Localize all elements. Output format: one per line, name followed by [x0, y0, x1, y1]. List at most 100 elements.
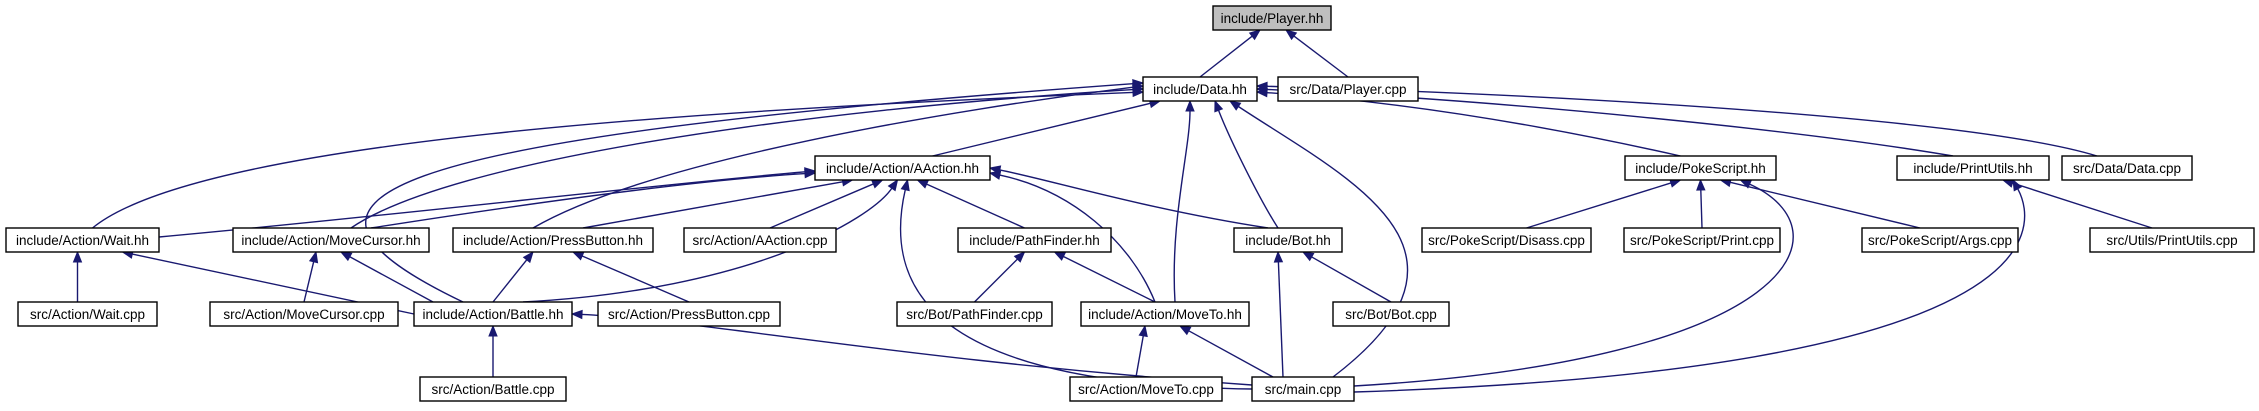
node-label: include/Action/AAction.hh	[826, 161, 979, 176]
node-box[interactable]	[209, 301, 399, 327]
node-moveto-cpp[interactable]: src/Action/MoveTo.cpp	[1069, 376, 1223, 402]
node-box[interactable]	[597, 301, 781, 327]
node-data-hh[interactable]: include/Data.hh	[1142, 76, 1258, 102]
node-box[interactable]	[1233, 227, 1343, 253]
node-box[interactable]	[452, 227, 654, 253]
edge-line	[974, 258, 1018, 303]
node-box[interactable]	[1251, 376, 1355, 402]
node-box[interactable]	[1624, 155, 1777, 181]
node-bot-hh[interactable]: include/Bot.hh	[1233, 227, 1343, 253]
node-printutils-cpp[interactable]: src/Utils/PrintUtils.cpp	[2089, 227, 2255, 253]
edge-line	[1700, 189, 1703, 229]
node-data-cpp[interactable]: src/Data/Data.cpp	[2061, 155, 2193, 181]
edge-moveto_hh-to-aaction_hh	[988, 170, 1156, 303]
arrowhead	[1696, 178, 1706, 191]
node-box[interactable]	[1623, 227, 1781, 253]
node-label: src/Action/MoveCursor.cpp	[223, 307, 384, 322]
node-bot-cpp[interactable]: src/Bot/Bot.cpp	[1332, 301, 1450, 327]
edge-line	[1353, 183, 1794, 387]
arrowhead	[1138, 324, 1148, 338]
node-box[interactable]	[957, 227, 1112, 253]
arrowhead	[916, 179, 930, 189]
node-aaction-cpp[interactable]: src/Action/AAction.cpp	[683, 227, 837, 253]
node-box[interactable]	[419, 376, 567, 402]
node-disass-cpp[interactable]: src/PokeScript/Disass.cpp	[1421, 227, 1592, 253]
node-box[interactable]	[2061, 155, 2193, 181]
edge-moveto_cpp-to-moveto_hh	[1135, 324, 1148, 378]
edge-battle_hh-to-pressbutton_hh	[492, 250, 534, 303]
node-box[interactable]	[814, 155, 991, 181]
node-printutils-hh[interactable]: include/PrintUtils.hh	[1896, 155, 2050, 181]
node-box[interactable]	[1142, 76, 1258, 102]
node-box[interactable]	[1080, 301, 1250, 327]
node-pokescript-hh[interactable]: include/PokeScript.hh	[1624, 155, 1777, 181]
arrowhead	[1248, 29, 1262, 41]
edge-main_cpp-to-printutils_hh	[1353, 178, 2026, 393]
edge-battle_cpp-to-battle_hh	[488, 324, 498, 377]
node-label: include/PathFinder.hh	[969, 233, 1100, 248]
edge-line	[92, 91, 1134, 229]
node-battle-hh[interactable]: include/Action/Battle.hh	[413, 301, 573, 327]
node-args-cpp[interactable]: src/PokeScript/Args.cpp	[1861, 227, 2019, 253]
node-movecursor-cpp[interactable]: src/Action/MoveCursor.cpp	[209, 301, 399, 327]
node-box[interactable]	[2089, 227, 2255, 253]
edge-line	[582, 181, 843, 229]
node-print-cpp[interactable]: src/PokeScript/Print.cpp	[1623, 227, 1781, 253]
edge-line	[2012, 182, 2153, 229]
edge-line	[1526, 182, 1672, 229]
node-movecursor-hh[interactable]: include/Action/MoveCursor.hh	[232, 227, 430, 253]
node-label: include/Action/PressButton.hh	[463, 233, 643, 248]
node-pressbutton-cpp[interactable]: src/Action/PressButton.cpp	[597, 301, 781, 327]
node-box[interactable]	[1277, 76, 1419, 102]
node-pathfinder-hh[interactable]: include/PathFinder.hh	[957, 227, 1112, 253]
node-main-cpp[interactable]: src/main.cpp	[1251, 376, 1355, 402]
node-wait-hh[interactable]: include/Action/Wait.hh	[5, 227, 160, 253]
node-label: src/Data/Player.cpp	[1289, 82, 1406, 97]
edge-line	[1135, 335, 1144, 378]
node-label: include/PrintUtils.hh	[1913, 161, 2032, 176]
arrowhead	[900, 178, 910, 192]
node-box[interactable]	[896, 301, 1053, 327]
edge-battle_hh-to-data_hh	[365, 79, 1145, 303]
edge-movecursor_hh-to-aaction_hh	[370, 168, 817, 229]
arrowhead	[870, 179, 884, 189]
edge-pressbutton_cpp-to-pressbutton_hh	[571, 251, 690, 303]
node-label: include/Action/MoveTo.hh	[1088, 307, 1242, 322]
node-moveto-hh[interactable]: include/Action/MoveTo.hh	[1080, 301, 1250, 327]
node-box[interactable]	[1212, 5, 1332, 31]
node-box[interactable]	[683, 227, 837, 253]
edge-line	[1199, 35, 1253, 78]
edge-line	[999, 174, 1156, 303]
node-box[interactable]	[232, 227, 430, 253]
edge-main_cpp-to-data_hh	[1228, 100, 1409, 378]
edge-line	[769, 183, 874, 229]
node-box[interactable]	[1069, 376, 1223, 402]
edge-pressbutton_hh-to-aaction_hh	[582, 177, 854, 229]
node-pressbutton-hh[interactable]: include/Action/PressButton.hh	[452, 227, 654, 253]
edge-print_cpp-to-pokescript_hh	[1696, 178, 1706, 229]
arrowhead	[1185, 99, 1195, 112]
edge-line	[1237, 105, 1409, 378]
node-box[interactable]	[1861, 227, 2019, 253]
node-box[interactable]	[1421, 227, 1592, 253]
node-player-hh[interactable]: include/Player.hh	[1212, 5, 1332, 31]
edge-wait_cpp-to-wait_hh	[72, 250, 83, 302]
node-battle-cpp[interactable]: src/Action/Battle.cpp	[419, 376, 567, 402]
node-label: include/Action/Wait.hh	[16, 233, 149, 248]
node-box[interactable]	[17, 301, 158, 327]
edge-line	[1293, 35, 1349, 78]
node-wait-cpp[interactable]: src/Action/Wait.cpp	[17, 301, 158, 327]
node-aaction-hh[interactable]: include/Action/AAction.hh	[814, 155, 991, 181]
node-label: src/Action/Battle.cpp	[431, 382, 554, 397]
node-pathfinder-cpp[interactable]: src/Bot/PathFinder.cpp	[896, 301, 1053, 327]
node-label: include/PokeScript.hh	[1635, 161, 1766, 176]
node-player-cpp[interactable]: src/Data/Player.cpp	[1277, 76, 1419, 102]
node-box[interactable]	[1332, 301, 1450, 327]
edge-aaction_hh-to-data_hh	[932, 98, 1162, 157]
node-box[interactable]	[1896, 155, 2050, 181]
node-box[interactable]	[413, 301, 573, 327]
arrowhead	[1132, 79, 1145, 89]
edge-line	[1188, 330, 1274, 378]
node-box[interactable]	[5, 227, 160, 253]
